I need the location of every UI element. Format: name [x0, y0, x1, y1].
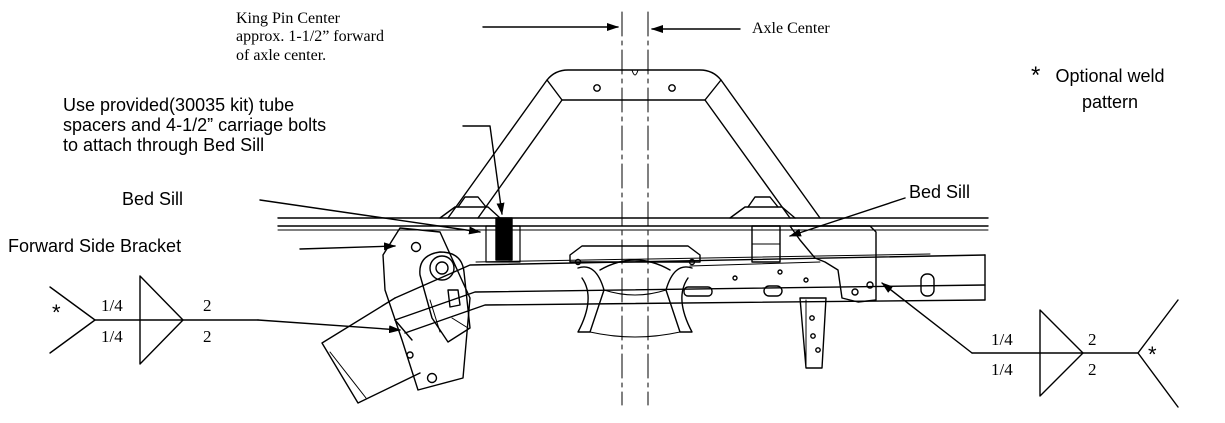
bed-sill-right-label: Bed Sill — [909, 182, 971, 202]
bed-sill-right-leader — [789, 197, 906, 237]
bed-sill-left-label: Bed Sill — [122, 189, 184, 209]
optional-star: * — [1031, 62, 1041, 89]
forward-side-bracket-label: Forward Side Bracket — [8, 236, 182, 256]
axle-center-label: Axle Center — [752, 20, 830, 37]
weld-left-bottom-size: 1/4 — [101, 327, 123, 346]
forward-side-bracket-leader — [299, 242, 396, 251]
frame-rail — [321, 253, 986, 404]
weld-right-bottom-size: 1/4 — [991, 360, 1013, 379]
weld-left-top-size: 1/4 — [101, 296, 123, 315]
right-sill-block — [751, 225, 781, 263]
weld-symbol-right — [881, 282, 1179, 408]
forward-side-bracket — [382, 227, 471, 391]
hitch-bracket — [447, 69, 821, 219]
weld-left-top-length: 2 — [203, 296, 212, 315]
optional-line1: Optional weld — [1055, 66, 1165, 86]
weld-right-top-length: 2 — [1088, 330, 1097, 349]
tube-spacer-leader — [462, 125, 505, 215]
weld-symbol-left — [49, 275, 401, 365]
optional-weld-label: Optional weld pattern — [1040, 66, 1180, 112]
weld-left-bottom-length: 2 — [203, 327, 212, 346]
bed-sill-left-leader — [259, 199, 481, 235]
bed-sill-plate — [277, 217, 989, 231]
hitch-feet — [439, 196, 796, 219]
rear-side-bracket — [789, 225, 877, 369]
tube-line3: to attach through Bed Sill — [63, 135, 265, 156]
weld-right-star: * — [1148, 342, 1157, 367]
king-pin-line1: King Pin Center — [236, 10, 340, 27]
tube-spacer-label: Use provided(30035 kit) tube spacers and… — [63, 95, 326, 155]
king-pin-label: King Pin Center approx. 1-1/2” forward o… — [236, 10, 384, 65]
king-pin-line3: of axle center. — [236, 46, 327, 64]
tube-line1: Use provided(30035 kit) tube — [63, 95, 295, 115]
tube-spacer — [495, 217, 513, 261]
weld-right-top-size: 1/4 — [991, 330, 1013, 349]
rail-details — [683, 261, 821, 297]
weld-right-bottom-length: 2 — [1088, 360, 1097, 379]
cross-member — [569, 245, 701, 338]
tube-line2: spacers and 4-1/2” carriage bolts — [63, 115, 327, 136]
optional-line2: pattern — [1081, 91, 1139, 112]
king-pin-line2: approx. 1-1/2” forward — [236, 28, 384, 46]
weld-left-star: * — [52, 300, 61, 325]
